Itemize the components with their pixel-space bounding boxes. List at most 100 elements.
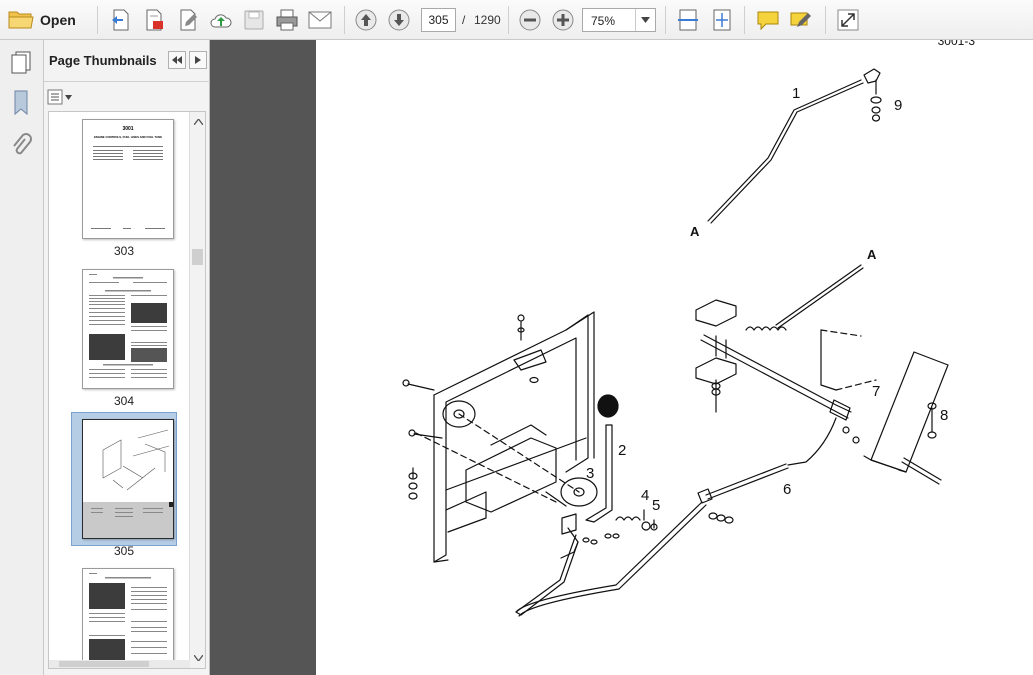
document-viewport[interactable]: 3001-3 (210, 40, 1033, 675)
navigation-pane-strip (0, 40, 44, 675)
toolbar-separator (508, 6, 509, 34)
chevron-down-icon[interactable] (635, 9, 655, 31)
pages-icon (11, 51, 31, 74)
upload-button[interactable] (208, 7, 234, 33)
thumbnail-page-306[interactable] (82, 568, 174, 668)
chevron-right-icon (195, 56, 201, 64)
highlight-button[interactable] (788, 7, 814, 33)
thumbnail-options-button[interactable] (47, 88, 73, 106)
thumbnail-heading: 3001 (122, 126, 133, 132)
bookmarks-tab[interactable] (6, 88, 36, 118)
fit-page-width-icon (678, 9, 698, 31)
thumbnail-page-305[interactable] (82, 419, 174, 539)
print-button[interactable] (274, 7, 300, 33)
reference-letters: A A (690, 224, 877, 262)
open-button[interactable]: Open (8, 7, 76, 33)
toolbar-separator (744, 6, 745, 34)
panel-header: Page Thumbnails (44, 40, 210, 82)
expand-panel-button[interactable] (189, 51, 207, 69)
open-button-label: Open (40, 12, 76, 28)
thumbnail-page-303[interactable]: 3001 ENGINE CONTROLS, FUEL LINES AND FUE… (82, 119, 174, 239)
zoom-out-button[interactable] (517, 7, 543, 33)
previous-page-button[interactable] (353, 7, 379, 33)
next-page-button[interactable] (386, 7, 412, 33)
cloud-upload-icon (210, 14, 232, 28)
callout-3: 3 (586, 465, 594, 482)
edit-pdf-icon (180, 9, 197, 31)
thumbnail-horizontal-scrollbar[interactable] (49, 660, 190, 668)
fit-page-button[interactable] (709, 7, 735, 33)
collapse-panel-button[interactable] (168, 51, 186, 69)
callout-6: 6 (783, 481, 791, 498)
double-chevron-left-icon (172, 56, 182, 64)
return-spring (745, 326, 787, 331)
throttle-lever (585, 424, 613, 523)
arrow-up-circle-icon (355, 9, 377, 31)
comment-button[interactable] (755, 7, 781, 33)
toolbar-separator (665, 6, 666, 34)
scrollbar-thumb[interactable] (59, 661, 149, 667)
mounting-block (695, 299, 737, 327)
email-button[interactable] (307, 7, 333, 33)
page-number-input[interactable] (421, 8, 456, 32)
scrollbar-thumb[interactable] (192, 249, 203, 265)
throttle-rod (707, 79, 862, 222)
exploded-parts-diagram: 1 2 3 4 5 6 7 8 9 A A (402, 68, 949, 617)
thumbnail-number: 303 (113, 244, 135, 258)
page-total: 1290 (474, 13, 501, 27)
callout-4: 4 (641, 487, 649, 504)
reference-letter: A (867, 247, 877, 262)
page-separator: / (462, 13, 466, 27)
cable-clamp (697, 488, 713, 504)
envelope-icon (308, 11, 332, 29)
callout-1: 1 (792, 85, 800, 102)
pulley-plate (560, 477, 598, 507)
arrow-down-circle-icon (388, 9, 410, 31)
highlighter-icon (790, 12, 811, 27)
callout-9: 9 (894, 97, 902, 114)
full-screen-button[interactable] (835, 7, 861, 33)
speech-bubble-icon (757, 11, 779, 31)
panel-options-row (44, 83, 210, 111)
expand-arrows-icon (837, 9, 859, 31)
pulley-plate (442, 400, 476, 428)
engine-frame (433, 314, 589, 473)
fit-width-button[interactable] (675, 7, 701, 33)
thumbnail-vertical-scrollbar[interactable] (189, 112, 205, 668)
export-pdf-button[interactable] (141, 7, 167, 33)
pedal-plate (870, 351, 949, 473)
thumbnail-page-preview (83, 420, 173, 538)
toolbar-separator (825, 6, 826, 34)
plus-circle-icon (552, 9, 574, 31)
callout-8: 8 (940, 407, 948, 424)
page-code: 3001-3 (937, 40, 975, 48)
paperclip-icon (13, 133, 32, 155)
page-thumbnails-tab[interactable] (6, 47, 36, 77)
thumbnail-page-preview (89, 573, 167, 665)
attachments-tab[interactable] (6, 131, 36, 161)
scroll-up-icon[interactable] (192, 116, 204, 128)
callout-5: 5 (652, 497, 660, 514)
zoom-in-button[interactable] (550, 7, 576, 33)
toolbar-separator (97, 6, 98, 34)
save-button[interactable] (241, 7, 267, 33)
thumbnail-page-preview: 3001 ENGINE CONTROLS, FUEL LINES AND FUE… (91, 126, 165, 229)
thumbnail-page-preview (89, 274, 167, 378)
document-page: 3001-3 (316, 40, 1033, 675)
list-options-icon (47, 89, 63, 105)
panel-title: Page Thumbnails (49, 53, 157, 68)
thumbnail-list[interactable]: 3001 ENGINE CONTROLS, FUEL LINES AND FUE… (48, 111, 206, 669)
printer-icon (276, 9, 298, 31)
callout-7: 7 (872, 383, 880, 400)
scroll-down-icon[interactable] (192, 652, 204, 664)
create-pdf-button[interactable] (108, 7, 134, 33)
callout-2: 2 (618, 442, 626, 459)
reference-letter: A (690, 224, 700, 239)
zoom-select[interactable]: 75% (582, 8, 656, 32)
thumbnail-page-304[interactable] (82, 269, 174, 389)
edit-pdf-button[interactable] (175, 7, 201, 33)
bookmark-icon (14, 90, 28, 116)
chevron-down-icon (65, 94, 72, 100)
toolbar-separator (344, 6, 345, 34)
create-pdf-icon (112, 9, 129, 31)
